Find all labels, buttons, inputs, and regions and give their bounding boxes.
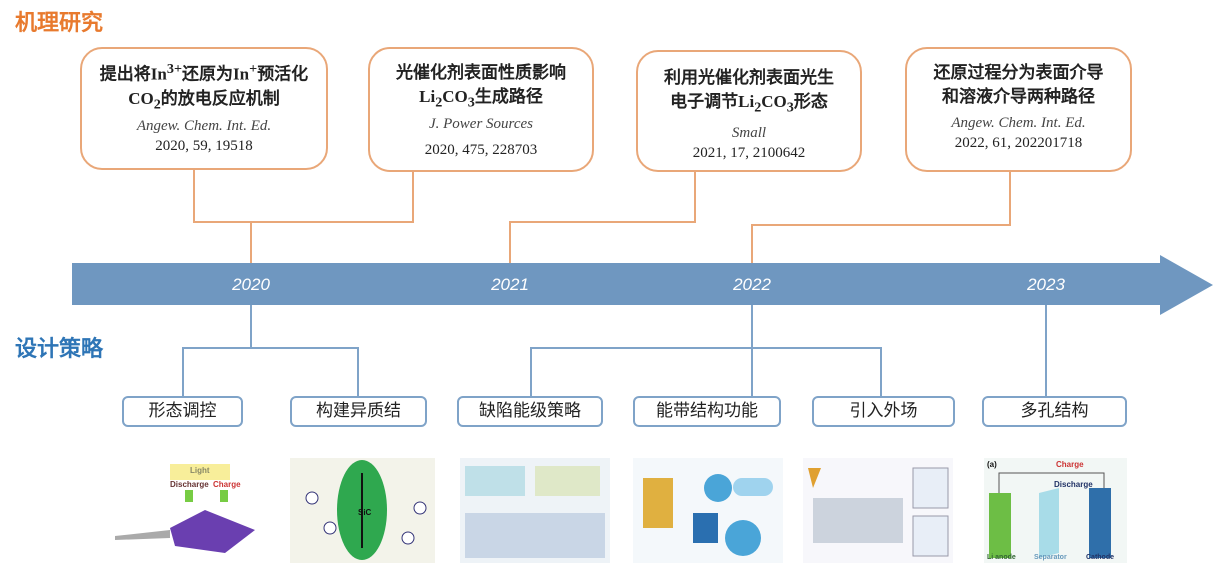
fig-label: Cathode: [1086, 554, 1114, 561]
design-item-band-structure: 能带结构功能: [633, 396, 781, 427]
fig-label: SiC: [358, 508, 372, 517]
connector: [357, 347, 359, 396]
connector: [1045, 305, 1047, 396]
figure-band-structure: [633, 458, 783, 563]
figure-morphology: Light Discharge Charge: [115, 458, 265, 563]
reference: 2022, 61, 202201718: [954, 135, 1083, 151]
fig-label: Discharge: [1054, 480, 1093, 489]
year-2023: 2023: [1027, 275, 1065, 294]
figure-external-field: [803, 458, 953, 563]
reference: 2021, 17, 2100642: [692, 145, 806, 162]
reference: 2020, 59, 19518: [155, 138, 253, 155]
figure-porous: (a) Charge Discharge Li anode Separator …: [984, 458, 1127, 563]
connector: [1009, 172, 1011, 226]
figure-defect: [460, 458, 610, 563]
fig-label: Li anode: [987, 554, 1016, 561]
mechanism-title: 还原过程分为表面介导和溶液介导两种路径: [933, 63, 1104, 106]
mechanism-card-4: 还原过程分为表面介导和溶液介导两种路径 Angew. Chem. Int. Ed…: [905, 47, 1132, 172]
connector: [193, 170, 195, 223]
connector: [193, 221, 414, 223]
fig-label: Discharge: [170, 480, 209, 489]
journal-name: Angew. Chem. Int. Ed.: [136, 118, 272, 135]
design-item-porous: 多孔结构: [982, 396, 1127, 427]
design-section-title: 设计策略: [15, 337, 104, 362]
journal-name: Angew. Chem. Int. Ed.: [951, 115, 1086, 131]
fig-label: Charge: [213, 480, 241, 489]
journal-name: Small: [731, 125, 767, 142]
reference: 2020, 475, 228703: [424, 142, 538, 159]
mechanism-card-3: 利用光催化剂表面光生电子调节Li2CO3形态 Small 2021, 17, 2…: [636, 50, 862, 172]
design-item-external-field: 引入外场: [812, 396, 955, 427]
year-2020: 2020: [232, 275, 270, 294]
figure-heterojunction: SiC: [290, 458, 435, 563]
connector: [182, 347, 184, 396]
connector: [751, 224, 1011, 226]
design-item-defect: 缺陷能级策略: [457, 396, 603, 427]
connector: [530, 347, 882, 349]
year-2022: 2022: [733, 275, 771, 294]
mechanism-section-title: 机理研究: [15, 11, 104, 36]
connector: [530, 347, 532, 396]
connector: [509, 221, 696, 223]
design-item-morphology: 形态调控: [122, 396, 243, 427]
connector: [412, 172, 414, 223]
fig-label: Charge: [1056, 460, 1084, 469]
year-2021: 2021: [491, 275, 529, 294]
connector: [694, 172, 696, 223]
connector: [509, 221, 511, 263]
mechanism-title: 利用光催化剂表面光生电子调节Li2CO3形态: [664, 68, 834, 116]
connector: [751, 224, 753, 263]
connector: [250, 221, 252, 263]
connector: [751, 305, 753, 396]
fig-label: Light: [190, 466, 210, 475]
connector: [250, 305, 252, 349]
fig-label: Separator: [1034, 554, 1067, 561]
fig-label: (a): [987, 460, 997, 469]
connector: [880, 347, 882, 396]
journal-name: J. Power Sources: [428, 116, 533, 133]
connector: [182, 347, 359, 349]
design-item-heterojunction: 构建异质结: [290, 396, 427, 427]
